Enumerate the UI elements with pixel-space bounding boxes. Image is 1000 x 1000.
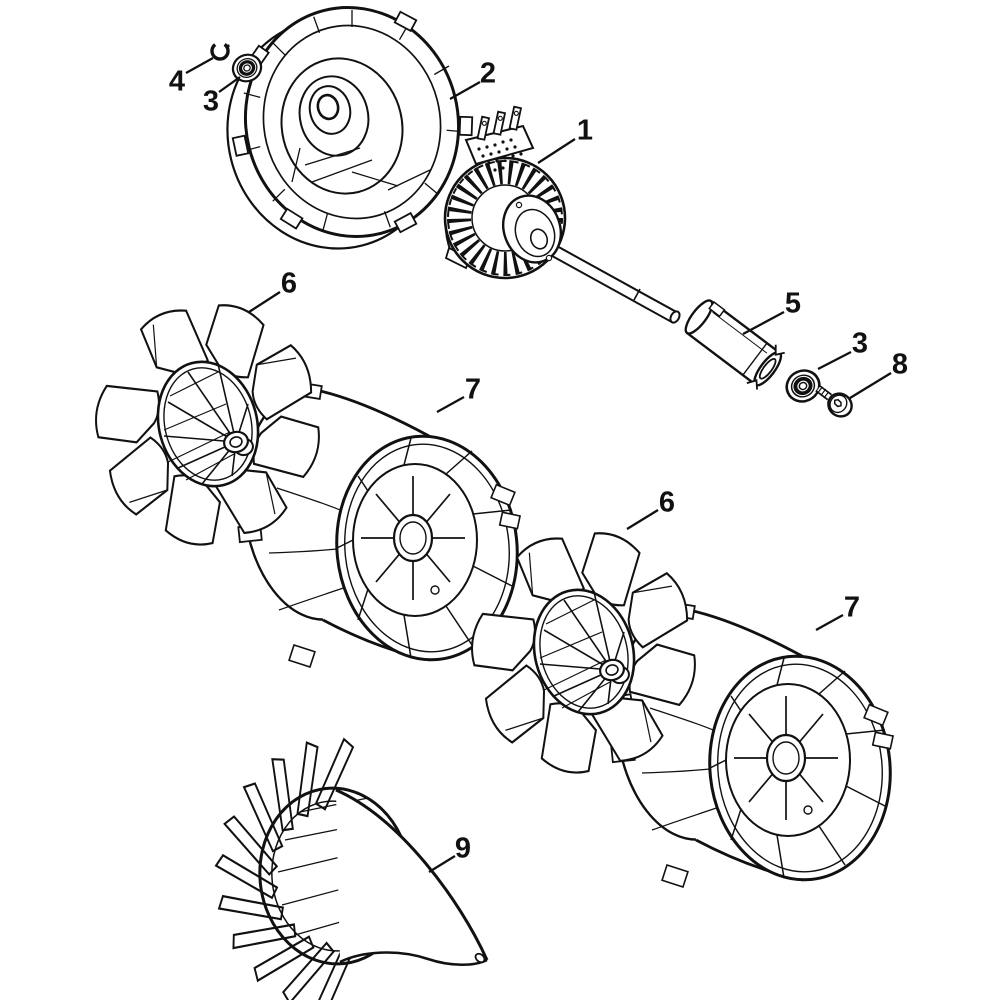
- callout-label-2: 2: [480, 57, 496, 89]
- callout-leader-3: [218, 76, 241, 93]
- electric-motor-part-1: [443, 105, 681, 324]
- callout-leader-1: [537, 138, 576, 164]
- coupling-sleeve-part-5: [684, 299, 785, 390]
- callout-label-8: 8: [892, 348, 908, 380]
- housing-rim-ticks: [243, 10, 464, 231]
- callout-label-3: 3: [852, 327, 868, 359]
- callout-label-6: 6: [281, 267, 297, 299]
- callout-leader-6: [248, 291, 281, 313]
- callout-leader-2: [449, 80, 481, 101]
- callout-leader-3: [817, 350, 852, 371]
- callout-leader-7: [815, 613, 844, 632]
- motor-shaft: [536, 237, 681, 324]
- callout-label-9: 9: [455, 832, 471, 864]
- callout-label-7: 7: [844, 591, 860, 623]
- callout-leader-7: [436, 395, 465, 414]
- callout-label-7: 7: [465, 373, 481, 405]
- cone-fins: [214, 737, 356, 1000]
- callout-label-1: 1: [577, 114, 593, 146]
- air-guide-cone-part-9: [214, 737, 489, 1000]
- fan-housing-cover-part-2: [226, 6, 474, 250]
- screw-part-8: [815, 384, 853, 418]
- callout-label-3: 3: [203, 85, 219, 117]
- callout-leader-6: [626, 509, 659, 530]
- housing-inner-vanes: [291, 147, 431, 191]
- callout-leader-8: [849, 372, 892, 399]
- callout-label-5: 5: [785, 287, 801, 319]
- motor-texture-dots: [477, 138, 523, 172]
- callout-leader-4: [185, 56, 214, 75]
- ball-bearing-rear-part-3: [779, 363, 827, 409]
- callout-leader-9: [428, 855, 456, 873]
- callout-leader-5: [742, 310, 785, 336]
- callout-label-4: 4: [169, 65, 185, 97]
- callout-label-6: 6: [659, 486, 675, 518]
- housing-rim-tabs: [231, 10, 474, 234]
- motor-connector: [464, 105, 535, 172]
